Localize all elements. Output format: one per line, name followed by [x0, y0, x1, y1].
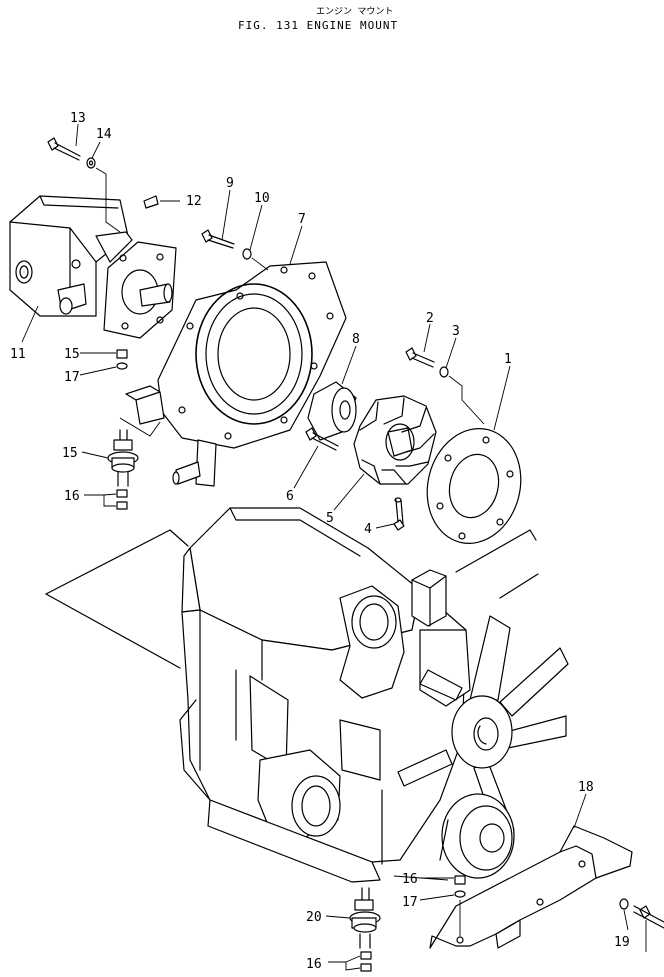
bolt-19-washer-20 — [619, 898, 664, 929]
callout-3: 3 — [452, 324, 460, 339]
callout-15a: 15 — [62, 446, 78, 461]
callout-13: 13 — [70, 111, 86, 126]
callout-16b: 16 — [64, 489, 80, 504]
bolt-2-washer-3 — [405, 347, 485, 425]
bolt-4 — [393, 497, 405, 531]
hydraulic-pump — [9, 195, 177, 339]
callout-12: 12 — [186, 194, 202, 209]
mount-rubber-lower — [349, 875, 466, 972]
mount-rubber-upper — [107, 349, 139, 510]
callout-17a: 17 — [64, 370, 80, 385]
callout-8: 8 — [352, 332, 360, 347]
callout-18: 18 — [578, 780, 594, 795]
crank-pulley — [439, 793, 515, 879]
callouts: 13 14 12 9 10 7 11 15 17 15 16 8 — [10, 111, 647, 972]
callout-6: 6 — [286, 489, 294, 504]
bolt-9-washer-10 — [201, 229, 269, 271]
callout-7: 7 — [298, 212, 306, 227]
callout-16d: 16 — [306, 957, 322, 972]
rubber-coupling — [353, 395, 437, 485]
callout-16a: 15 — [64, 347, 80, 362]
coupling-hub — [307, 381, 357, 441]
cooling-fan — [397, 615, 569, 839]
callout-1: 1 — [504, 352, 512, 367]
callout-11: 11 — [10, 347, 26, 362]
callout-15b: 20 — [306, 910, 322, 925]
callout-17b: 17 — [402, 895, 418, 910]
rear-mount-bracket — [393, 825, 633, 949]
callout-14: 14 — [96, 127, 112, 142]
flange-plate — [426, 428, 522, 544]
engine-block — [45, 507, 539, 883]
mount-bracket-upper — [119, 385, 165, 437]
flywheel-housing — [157, 261, 347, 487]
bolt-6 — [305, 427, 339, 451]
callout-10: 10 — [254, 191, 270, 206]
callout-4: 4 — [364, 522, 372, 537]
bolt-13-washer-14 — [47, 137, 121, 233]
callout-2: 2 — [426, 311, 434, 326]
callout-16c: 16 — [402, 872, 418, 887]
callout-5: 5 — [326, 511, 334, 526]
figure-title: FIG. 131 ENGINE MOUNT — [238, 19, 398, 32]
figure-subtitle: エンジン マウント — [316, 6, 393, 17]
callout-20-label: 19 — [614, 935, 630, 950]
callout-9: 9 — [226, 176, 234, 191]
